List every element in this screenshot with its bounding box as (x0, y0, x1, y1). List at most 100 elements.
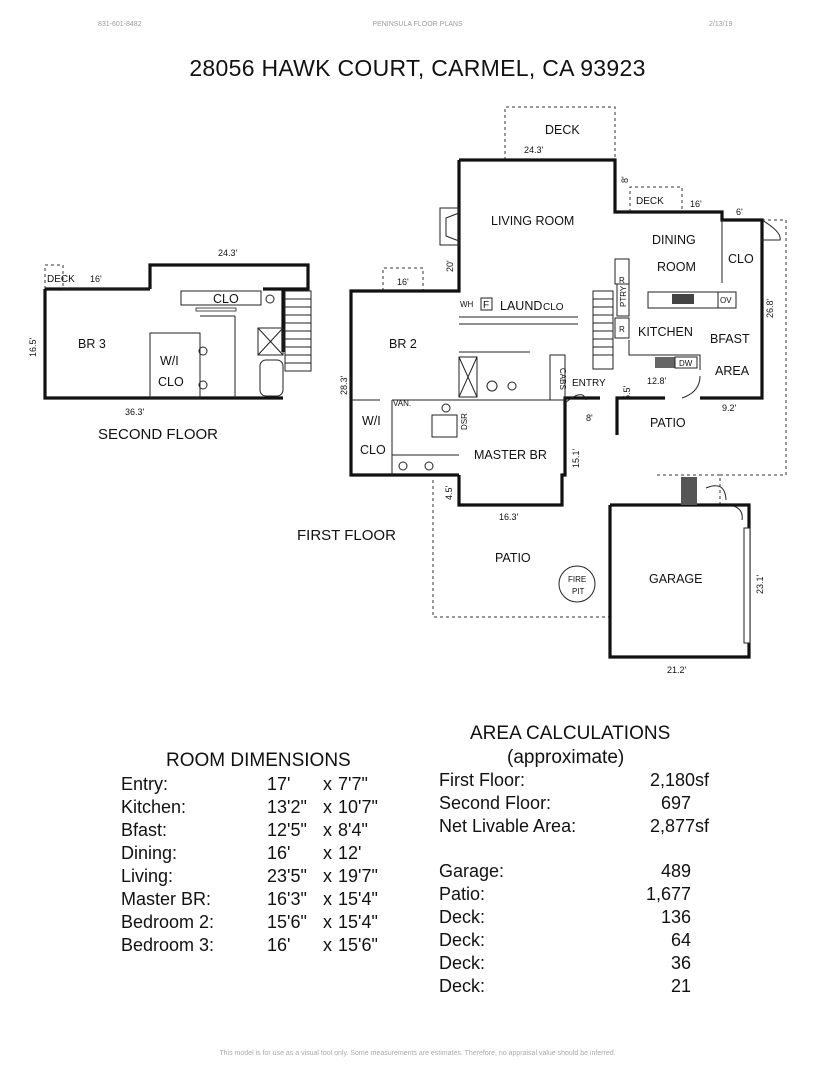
area-name: First Floor: (439, 770, 526, 790)
shower-line (257, 327, 284, 356)
pantry-outline (616, 283, 630, 317)
area-name: Deck: (439, 930, 486, 950)
fire-pit-icon (558, 565, 596, 603)
laundry-label: LAUND (500, 299, 542, 313)
kitchen-width-dimension: 12.8' (647, 376, 667, 386)
area-value: 2,877sf (649, 816, 709, 836)
room-name: Bedroom 2: (121, 912, 215, 932)
floor-plan-drawing: DECK 16' 24.3' 36.3' 16.5' BR 3 W/I CLO … (28, 106, 787, 675)
cooktop-icon (672, 294, 694, 304)
dishwasher-label: DW (679, 359, 693, 368)
bfast-label: BFAST (710, 332, 750, 346)
room-name: Master BR: (121, 889, 212, 909)
furnace-box (480, 297, 493, 311)
garage-walls (608, 503, 751, 659)
first-floor-label: FIRST FLOOR (297, 527, 396, 544)
small-deck-outline (629, 186, 683, 212)
master-height-dimension: 15.1' (571, 448, 581, 468)
room-name: Entry: (121, 774, 169, 794)
room-name: Living: (121, 866, 174, 886)
pit-label: PIT (572, 587, 585, 596)
master-width-dimension: 16.3' (499, 512, 519, 522)
sink-icon (198, 346, 208, 356)
room-width: 10'7" (338, 797, 378, 817)
first-floor-main-walls (459, 158, 764, 435)
dresser-label: DSR (460, 413, 469, 430)
dining-room-label: ROOM (657, 260, 696, 274)
room-name: Dining: (121, 843, 178, 863)
garage-door (743, 527, 751, 644)
dimension-separator: x (323, 843, 332, 863)
sink-icon (398, 461, 408, 471)
second-floor-bottom-dimension: 36.3' (125, 407, 145, 417)
area-value: 697 (660, 793, 691, 813)
room-length: 16' (267, 843, 291, 863)
right-patio-label: PATIO (650, 416, 686, 430)
room-name: Bedroom 3: (121, 935, 215, 955)
wi-clo-label: CLO (158, 375, 184, 389)
room-dimensions-title: ROOM DIMENSIONS (166, 750, 351, 771)
room-width: 15'6" (338, 935, 378, 955)
garage-width-dimension: 21.2' (667, 665, 687, 675)
deck-dimension: 16' (90, 274, 102, 284)
shower-outline (431, 414, 458, 438)
refrigerator-outline (614, 317, 630, 339)
room-width: 8'4" (338, 820, 368, 840)
area-calculations-title: AREA CALCULATIONS (470, 723, 671, 744)
table-row: Deck: 136 (439, 906, 719, 929)
area-name: Garage: (439, 861, 505, 881)
dimension-separator: x (323, 866, 332, 886)
second-floor-top-dimension: 24.3' (218, 248, 238, 258)
top-deck-outline (504, 106, 616, 160)
table-row: Second Floor: 697 (439, 792, 719, 815)
table-row: Garage: 489 (439, 860, 719, 883)
room-width: 15'4" (338, 889, 378, 909)
area-value: 36 (670, 953, 691, 973)
small-deck-dimension: 16' (690, 199, 702, 209)
garage-height-dimension: 23.1' (755, 574, 765, 594)
kitchen-label: KITCHEN (638, 325, 693, 339)
dimension-separator: x (323, 774, 332, 794)
dishwasher-outline (674, 356, 698, 369)
phone-number: 831-601-8482 (98, 21, 142, 28)
dimension-separator: x (323, 820, 332, 840)
room-length: 13'2" (267, 797, 307, 817)
br2-height-dimension: 28.3' (339, 375, 349, 395)
patio-left-outline (432, 480, 610, 618)
table-row: Deck: 64 (439, 929, 719, 952)
closet-rod (195, 307, 237, 312)
br3-label: BR 3 (78, 337, 106, 351)
wi-label: W/I (160, 354, 179, 368)
fire-label: FIRE (568, 575, 586, 584)
toilet-icon (486, 380, 498, 392)
fireplace-icon (439, 207, 460, 246)
room-length: 17' (267, 774, 291, 794)
dimension-separator: x (323, 797, 332, 817)
sink-icon (424, 461, 434, 471)
garage-steps (681, 477, 697, 505)
br2-wi-label: W/I (362, 414, 381, 428)
area-value: 489 (660, 861, 691, 881)
area-value: 2,180sf (649, 770, 709, 790)
dining-closet-label: CLO (728, 252, 754, 266)
sink-icon (507, 381, 517, 391)
six-foot-dimension: 6' (736, 207, 743, 217)
room-length: 23'5" (267, 866, 307, 886)
area-name: Deck: (439, 953, 486, 973)
second-floor-stairs (284, 290, 312, 372)
table-row: Deck: 36 (439, 952, 719, 975)
dimension-separator: x (323, 935, 332, 955)
small-deck-label: DECK (636, 196, 664, 207)
entry-height-dimension: 5.5' (622, 385, 632, 400)
top-deck-label: DECK (545, 123, 580, 137)
br2-label: BR 2 (389, 337, 417, 351)
property-address-title: 28056 HAWK COURT, CARMEL, CA 93923 (189, 55, 646, 81)
dimension-separator: x (323, 912, 332, 932)
door-swing (705, 485, 727, 501)
sink-icon (655, 357, 675, 368)
entry-label: ENTRY (572, 378, 606, 389)
wi-height-dimension: 4.5' (444, 485, 454, 500)
area-value: 1,677 (645, 884, 691, 904)
closet-label: CLO (213, 292, 239, 306)
top-deck-dimension: 24.3' (524, 145, 544, 155)
